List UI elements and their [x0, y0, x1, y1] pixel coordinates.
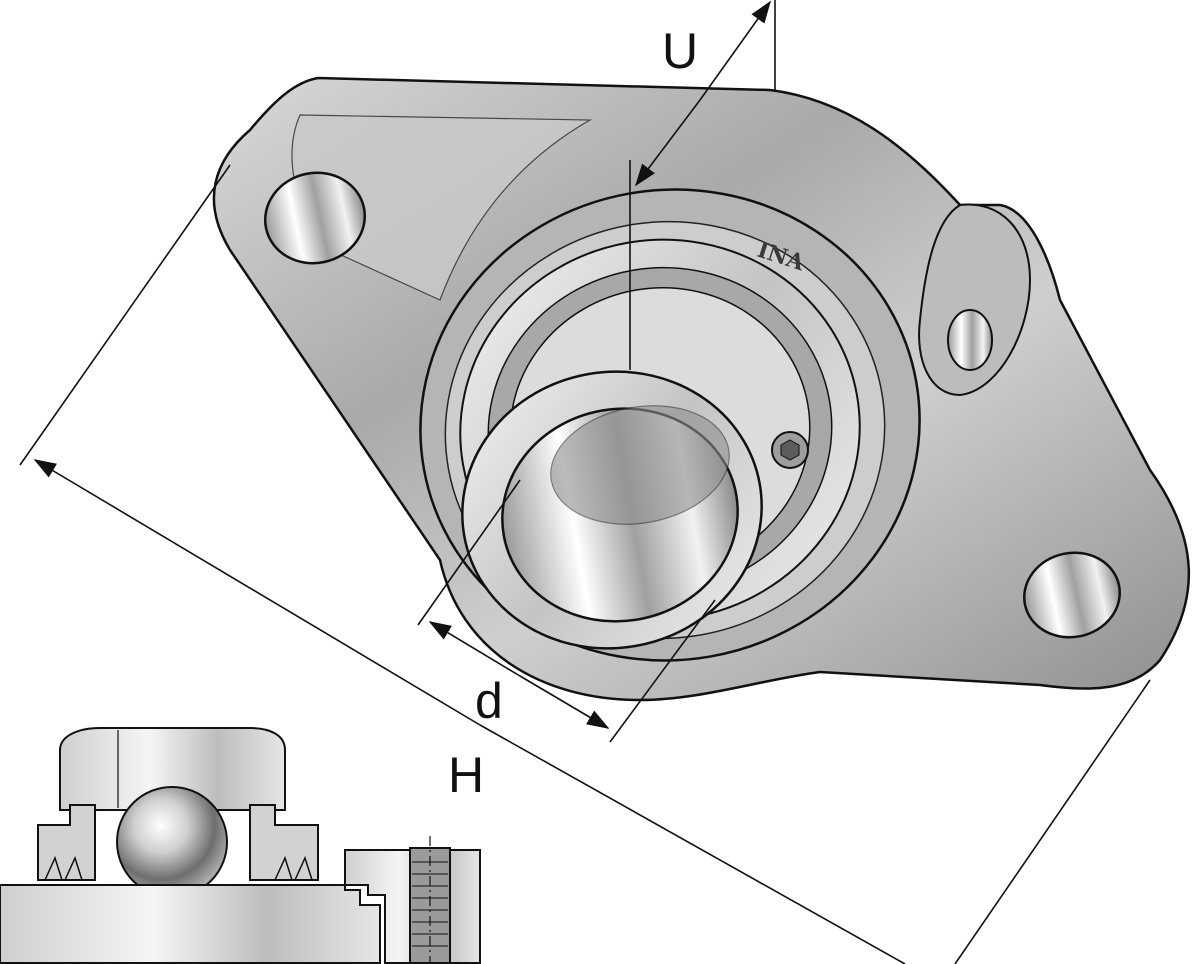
h-extension-line-1: [19, 164, 231, 466]
d-dimension-label: d: [475, 673, 503, 729]
u-dimension-line: [699, 0, 771, 101]
section-outer-ring: [59, 727, 286, 811]
dimension-lines: [19, 0, 1151, 964]
flange-housing: INA: [212, 76, 1191, 702]
section-ball: [116, 786, 228, 898]
housing-top-face: [291, 114, 593, 301]
d-dimension-line-b: [519, 675, 610, 729]
lug-hole: [947, 309, 993, 371]
d-dimension-line-a: [428, 621, 521, 677]
h-dimension-line-a: [33, 459, 481, 726]
section-inner-ring: [0, 884, 381, 964]
section-seal-right-lips: [274, 855, 313, 881]
u-dimension-line-lower: [635, 99, 701, 187]
bearing-cross-section: [0, 727, 481, 964]
u-dimension-label: U: [662, 23, 698, 79]
h-dimension-line-b: [479, 724, 906, 964]
housing-right-lug: [918, 203, 1032, 397]
bore-depth: [550, 405, 730, 525]
d-extension-line-1: [417, 479, 521, 626]
d-extension-line-2: [609, 599, 716, 743]
h-extension-line-2: [954, 679, 1151, 964]
right-mounting-hole: [1022, 551, 1122, 639]
section-seal-left: [37, 804, 96, 881]
section-seal-left-lips: [44, 855, 83, 881]
section-seal-right: [249, 804, 319, 881]
h-dimension-label: H: [448, 747, 484, 803]
set-screw-hex: [780, 439, 800, 461]
left-mounting-hole: [263, 171, 367, 265]
